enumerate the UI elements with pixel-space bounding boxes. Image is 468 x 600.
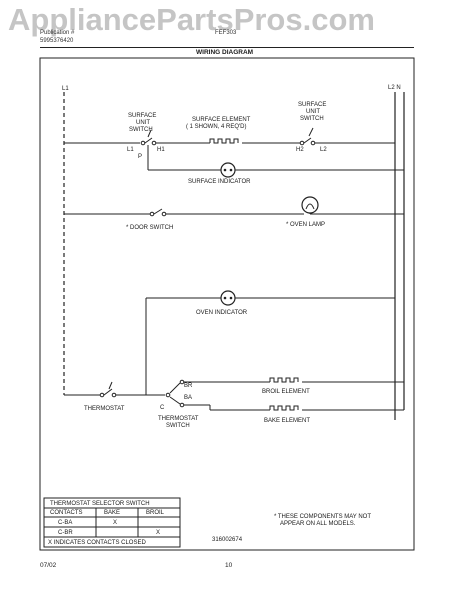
surface-element-qty: ( 1 SHOWN, 4 REQ'D) <box>186 124 246 130</box>
diagram-part-number: 316002674 <box>212 537 243 543</box>
terminal-l1-label: L1 <box>127 147 134 153</box>
surface-switch-left-line2: UNIT <box>136 120 150 126</box>
table-row-1-contact: C-BA <box>58 520 72 526</box>
surface-switch-right-line3: SWITCH <box>300 116 324 122</box>
contact-c-label: C <box>160 405 165 411</box>
door-switch-terminal-a <box>149 211 155 217</box>
oven-lamp-label: * OVEN LAMP <box>286 222 325 228</box>
thermostat-switch-line2: SWITCH <box>166 423 190 429</box>
surface-switch-right-contact <box>303 137 312 144</box>
table-row-1-bake: X <box>113 520 117 526</box>
footer-date: 07/02 <box>40 562 57 569</box>
thermostat-terminal-a <box>99 392 105 398</box>
bake-element-coil <box>269 405 299 411</box>
surface-indicator-label: SURFACE INDICATOR <box>188 179 251 185</box>
model-number: FEF303 <box>215 30 237 36</box>
header-rule <box>40 47 414 48</box>
table-header-broil: BROIL <box>146 510 165 516</box>
oven-indicator-lamp <box>220 290 236 306</box>
oven-lamp <box>301 196 319 214</box>
selector-terminal-br <box>179 379 185 385</box>
door-switch-contact <box>153 208 163 215</box>
table-row-2-contact: C-BR <box>58 530 73 536</box>
thermostat-contact <box>103 388 113 396</box>
surface-switch-left-contact <box>144 137 153 144</box>
table-header-contacts: CONTACTS <box>50 510 83 516</box>
broil-element-coil <box>269 377 299 383</box>
publication-number: 5995376420 <box>40 38 74 44</box>
table-footer: X INDICATES CONTACTS CLOSED <box>48 540 146 546</box>
surface-element-label: SURFACE ELEMENT <box>192 117 251 123</box>
page-title: WIRING DIAGRAM <box>196 49 254 56</box>
surface-indicator-lamp <box>220 162 236 178</box>
switch-terminal-l1 <box>140 140 146 146</box>
switch-terminal-l2 <box>310 140 316 146</box>
contact-br-label: BR <box>184 383 193 389</box>
terminal-h2-label: H2 <box>296 147 304 153</box>
table-row-2-broil: X <box>156 530 160 536</box>
broil-element-label: BROIL ELEMENT <box>262 389 310 395</box>
door-switch-label: * DOOR SWITCH <box>126 225 173 231</box>
diagram-frame <box>39 57 415 551</box>
surface-switch-right-line2: UNIT <box>306 109 320 115</box>
surface-switch-right-line1: SURFACE <box>298 102 326 108</box>
surface-switch-left-line3: SWITCH <box>129 127 153 133</box>
l2n-label: L2 N <box>388 85 401 91</box>
l1-label: L1 <box>62 86 69 92</box>
thermostat-switch-line1: THERMOSTAT <box>158 416 199 422</box>
door-switch-terminal-b <box>161 211 167 217</box>
selector-contact-br <box>169 382 181 394</box>
table-header-bake: BAKE <box>104 510 120 516</box>
watermark-logo: AppliancePartsPros.com <box>8 2 375 37</box>
note-line1: * THESE COMPONENTS MAY NOT <box>274 514 371 520</box>
terminal-p-label: P <box>138 154 142 160</box>
selector-contact-ba <box>169 396 181 405</box>
surface-switch-left-line1: SURFACE <box>128 113 156 119</box>
thermostat-terminal-b <box>111 392 117 398</box>
note-line2: APPEAR ON ALL MODELS. <box>280 521 356 527</box>
contact-ba-label: BA <box>184 395 192 401</box>
footer-page-number: 10 <box>225 562 233 569</box>
selector-terminal-c <box>165 392 171 398</box>
surface-element-coil <box>209 138 239 144</box>
switch-terminal-h1 <box>151 140 157 146</box>
selector-terminal-ba <box>179 402 185 408</box>
bake-element-label: BAKE ELEMENT <box>264 418 310 424</box>
oven-indicator-label: OVEN INDICATOR <box>196 310 248 316</box>
thermostat-selector-table: THERMOSTAT SELECTOR SWITCH CONTACTS BAKE… <box>43 497 181 548</box>
surface-switch-right-arrow <box>308 127 314 137</box>
table-title: THERMOSTAT SELECTOR SWITCH <box>50 501 150 507</box>
surface-switch-left-arrow <box>147 129 152 138</box>
switch-terminal-h2 <box>299 140 305 146</box>
thermostat-label: THERMOSTAT <box>84 406 125 412</box>
terminal-l2-label: L2 <box>320 147 327 153</box>
publication-label: Publication # <box>40 30 75 36</box>
terminal-h1-label: H1 <box>157 147 165 153</box>
